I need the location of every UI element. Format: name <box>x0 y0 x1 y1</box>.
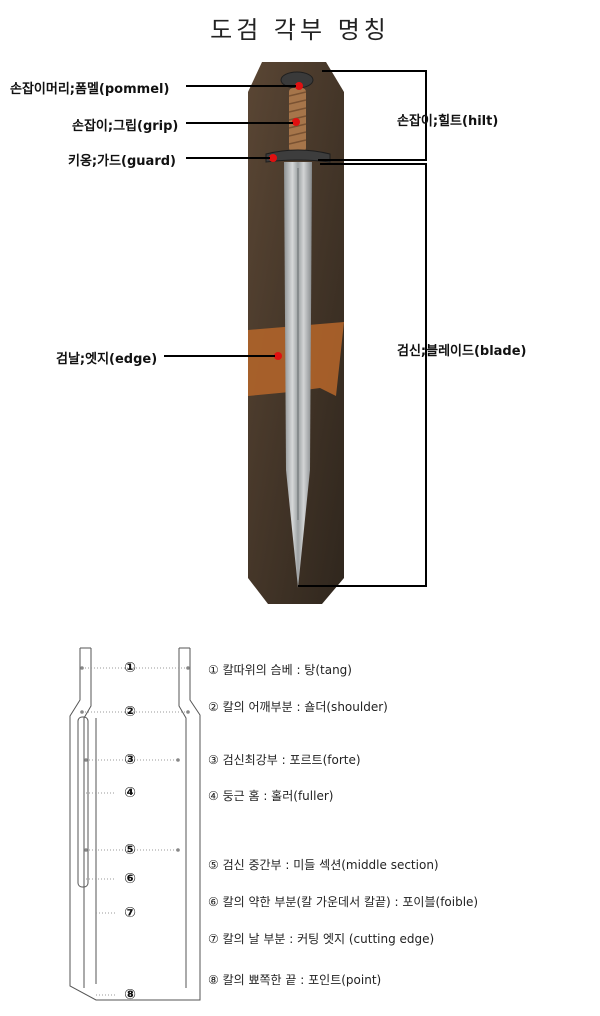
legend-item-forte: ③ 검신최강부 : 포르트(forte) <box>208 753 361 767</box>
marker-num-7: ⑦ <box>124 905 136 921</box>
marker-num-6: ⑥ <box>124 871 136 887</box>
marker-num-5: ⑤ <box>124 842 136 858</box>
marker-guard <box>269 154 277 162</box>
marker-num-4: ④ <box>124 785 136 801</box>
label-edge: 검날;엣지(edge) <box>56 352 158 367</box>
marker-edge <box>274 352 282 360</box>
marker-num-1: ① <box>124 660 136 676</box>
legend-item-middle-section: ⑤ 검신 중간부 : 미들 섹션(middle section) <box>208 858 439 872</box>
marker-num-2: ② <box>124 704 136 720</box>
page-title: 도검 각부 명칭 <box>210 16 390 44</box>
legend-item-point: ⑧ 칼의 뾰쪽한 끝 : 포인트(point) <box>208 973 382 987</box>
label-guard: 키옹;가드(guard) <box>68 154 176 169</box>
marker-pommel <box>295 82 303 90</box>
legend-item-fuller: ④ 둥근 홈 : 홀러(fuller) <box>208 789 334 803</box>
marker-num-3: ③ <box>124 752 136 768</box>
guard-shape <box>265 149 331 163</box>
marker-grip <box>292 118 300 126</box>
blade-schematic <box>69 647 201 1001</box>
bracket-hilt <box>318 70 427 161</box>
legend-item-foible: ⑥ 칼의 약한 부분(칼 가운데서 칼끝) : 포이블(foible) <box>208 895 479 909</box>
label-hilt: 손잡이;힐트(hilt) <box>397 114 499 129</box>
legend-item-cutting-edge: ⑦ 칼의 날 부분 : 커팅 엣지 (cutting edge) <box>208 932 435 946</box>
label-blade: 검신;블레이드(blade) <box>397 344 527 359</box>
bracket-blade <box>298 163 427 587</box>
legend-item-tang: ① 칼따위의 슴베 : 탕(tang) <box>208 663 352 677</box>
marker-num-8: ⑧ <box>124 987 136 1003</box>
label-grip: 손잡이;그립(grip) <box>72 119 179 134</box>
legend-item-shoulder: ② 칼의 어깨부분 : 숄더(shoulder) <box>208 700 388 714</box>
label-pommel: 손잡이머리;폼멜(pommel) <box>10 82 170 97</box>
